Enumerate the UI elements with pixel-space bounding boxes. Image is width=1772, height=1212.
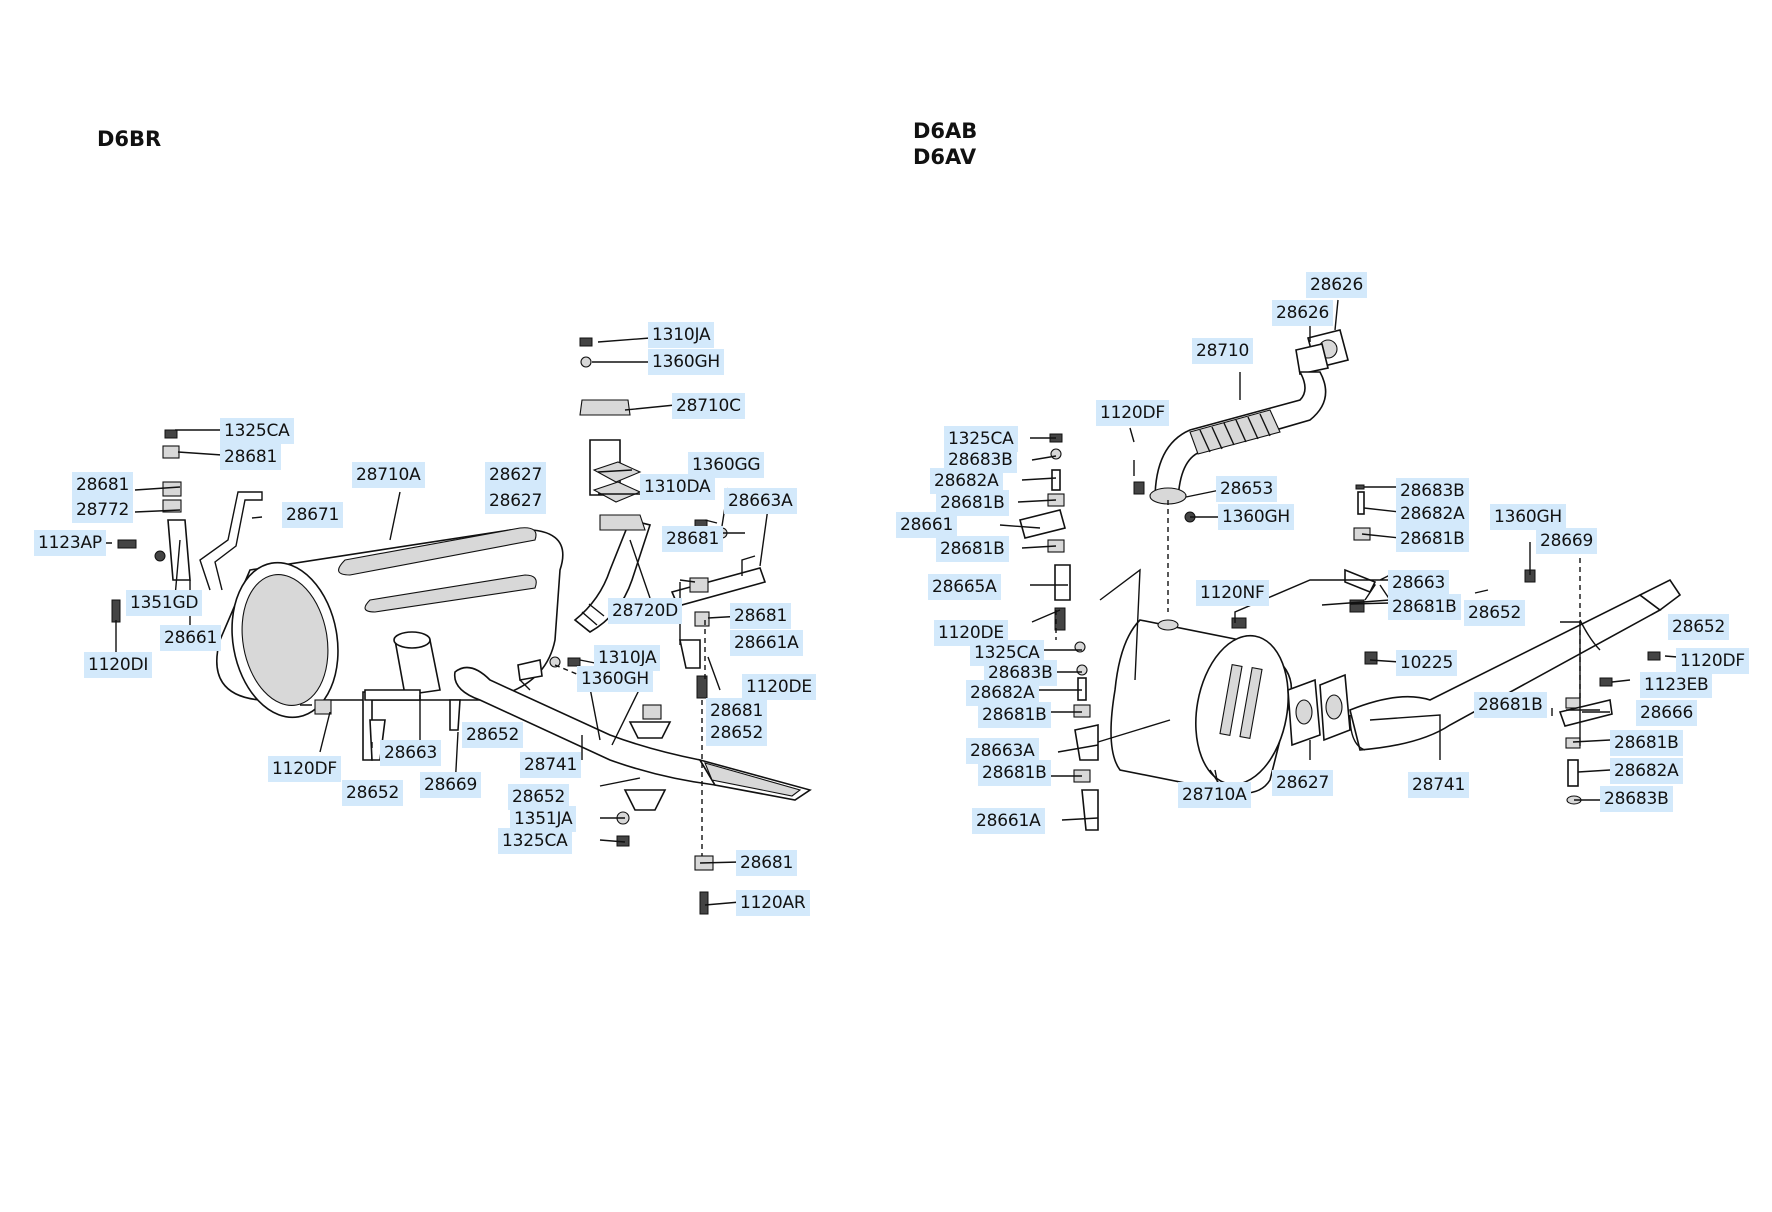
part-label-left-26[interactable]: 28681: [706, 698, 768, 724]
part-label-right-07[interactable]: 28682A: [930, 468, 1003, 494]
part-label-right-40[interactable]: 28741: [1408, 772, 1470, 798]
part-label-left-02[interactable]: 1360GH: [648, 349, 725, 375]
part-label-right-27[interactable]: 1120DF: [1676, 648, 1749, 674]
part-label-right-09[interactable]: 28653: [1216, 476, 1278, 502]
part-label-right-22[interactable]: 28652: [1464, 600, 1526, 626]
part-label-right-35[interactable]: 28681B: [978, 760, 1051, 786]
part-label-right-29[interactable]: 28682A: [966, 680, 1039, 706]
part-label-left-30[interactable]: 28741: [520, 752, 582, 778]
part-label-left-11[interactable]: 28663A: [724, 488, 797, 514]
part-label-right-20[interactable]: 28663: [1388, 570, 1450, 596]
part-label-left-15[interactable]: 1123AP: [34, 530, 106, 556]
part-label-right-41[interactable]: 28683B: [1600, 786, 1673, 812]
part-label-right-31[interactable]: 28681B: [978, 702, 1051, 728]
part-label-left-10[interactable]: 1360GG: [688, 452, 765, 478]
part-label-left-03[interactable]: 28710C: [672, 393, 745, 419]
part-label-left-36[interactable]: 1325CA: [498, 828, 572, 854]
part-label-left-24[interactable]: 1360GH: [577, 666, 654, 692]
part-label-left-34[interactable]: 28652: [508, 784, 570, 810]
part-label-left-35[interactable]: 1351JA: [510, 806, 577, 832]
part-label-left-01[interactable]: 1310JA: [648, 322, 715, 348]
part-label-right-14[interactable]: 28682A: [1396, 501, 1469, 527]
part-label-left-31[interactable]: 1120DF: [268, 756, 341, 782]
part-label-left-05[interactable]: 28681: [220, 444, 282, 470]
part-label-right-12[interactable]: 28681B: [936, 536, 1009, 562]
part-label-left-18[interactable]: 28720D: [608, 598, 682, 624]
part-label-right-33[interactable]: 28666: [1636, 700, 1698, 726]
part-label-right-16[interactable]: 1360GH: [1490, 504, 1567, 530]
part-label-left-37[interactable]: 28681: [736, 850, 798, 876]
part-label-right-28[interactable]: 28683B: [984, 660, 1057, 686]
part-label-right-02[interactable]: 28626: [1272, 300, 1334, 326]
right-engine-title-line1: D6AB: [913, 119, 978, 143]
part-label-right-37[interactable]: 28681B: [1610, 730, 1683, 756]
part-label-right-38[interactable]: 28710A: [1178, 782, 1251, 808]
part-label-right-42[interactable]: 28661A: [972, 808, 1045, 834]
part-label-left-32[interactable]: 28669: [420, 772, 482, 798]
right-muffler-drawing: [1000, 300, 1691, 831]
part-label-right-30[interactable]: 1123EB: [1640, 672, 1713, 698]
part-label-right-11[interactable]: 1360GH: [1218, 504, 1295, 530]
part-label-right-19[interactable]: 1120NF: [1196, 580, 1269, 606]
part-label-right-01[interactable]: 28626: [1306, 272, 1368, 298]
part-label-right-18[interactable]: 28665A: [928, 574, 1001, 600]
part-label-left-21[interactable]: 28661A: [730, 630, 803, 656]
part-label-right-13[interactable]: 28683B: [1396, 478, 1469, 504]
part-label-left-16[interactable]: 28681: [662, 526, 724, 552]
part-label-left-12[interactable]: 28681: [72, 472, 134, 498]
part-label-right-08[interactable]: 28681B: [936, 490, 1009, 516]
part-label-left-38[interactable]: 1120AR: [736, 890, 810, 916]
part-label-left-07[interactable]: 28627: [485, 462, 547, 488]
part-label-left-20[interactable]: 28681: [730, 603, 792, 629]
part-label-left-13[interactable]: 28772: [72, 497, 134, 523]
part-label-left-27[interactable]: 28652: [706, 720, 768, 746]
part-label-left-14[interactable]: 28671: [282, 502, 344, 528]
part-label-right-21[interactable]: 28681B: [1388, 594, 1461, 620]
part-label-right-26[interactable]: 10225: [1396, 650, 1458, 676]
part-label-right-34[interactable]: 28663A: [966, 738, 1039, 764]
part-label-right-03[interactable]: 28710: [1192, 338, 1254, 364]
part-label-left-22[interactable]: 1120DI: [84, 652, 153, 678]
part-label-left-28[interactable]: 28652: [462, 722, 524, 748]
part-label-left-08[interactable]: 28627: [485, 488, 547, 514]
part-label-right-39[interactable]: 28627: [1272, 770, 1334, 796]
right-engine-title-line2: D6AV: [913, 145, 977, 169]
part-label-left-17[interactable]: 1351GD: [126, 590, 203, 616]
part-label-right-04[interactable]: 1120DF: [1096, 400, 1169, 426]
part-label-right-10[interactable]: 28661: [896, 512, 958, 538]
part-label-right-15[interactable]: 28681B: [1396, 526, 1469, 552]
part-label-left-19[interactable]: 28661: [160, 625, 222, 651]
part-label-left-09[interactable]: 1310DA: [640, 474, 715, 500]
part-label-left-06[interactable]: 28710A: [352, 462, 425, 488]
part-label-left-33[interactable]: 28652: [342, 780, 404, 806]
part-label-left-25[interactable]: 1120DE: [742, 674, 816, 700]
part-label-right-17[interactable]: 28669: [1536, 528, 1598, 554]
left-engine-title: D6BR: [97, 127, 162, 151]
part-label-right-23[interactable]: 28652: [1668, 614, 1730, 640]
part-label-right-32[interactable]: 28681B: [1474, 692, 1547, 718]
part-label-left-04[interactable]: 1325CA: [220, 418, 294, 444]
part-label-right-36[interactable]: 28682A: [1610, 758, 1683, 784]
part-label-left-29[interactable]: 28663: [380, 740, 442, 766]
left-muffler-drawing: [105, 337, 812, 915]
